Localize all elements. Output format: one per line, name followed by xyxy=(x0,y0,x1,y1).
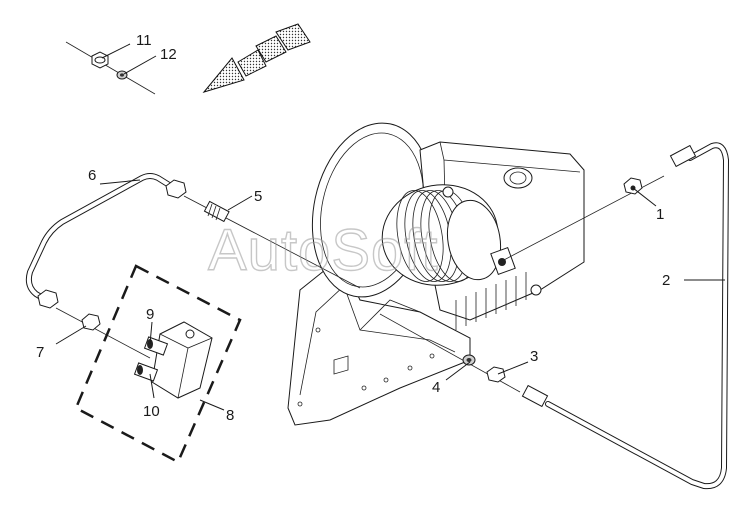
fitting-7 xyxy=(55,307,151,359)
winch-gearbox-assembly xyxy=(287,122,585,426)
callout-6: 6 xyxy=(88,167,96,184)
callout-12: 12 xyxy=(160,46,177,63)
callout-9: 9 xyxy=(146,306,154,323)
fitting-5 xyxy=(183,195,361,289)
washer-4 xyxy=(462,354,476,366)
part-11-nut xyxy=(65,41,156,95)
callout-2: 2 xyxy=(662,272,670,289)
callout-4: 4 xyxy=(432,379,440,396)
direction-arrow-icon xyxy=(202,23,311,93)
leader-lines xyxy=(55,43,725,411)
watermark: AutoSoft xyxy=(208,218,438,283)
part-12-ring xyxy=(116,70,128,80)
callout-3: 3 xyxy=(530,348,538,365)
pipe-6 xyxy=(25,173,187,309)
valve-block-8 xyxy=(74,264,242,464)
callout-11: 11 xyxy=(136,32,152,49)
callout-8: 8 xyxy=(226,407,234,424)
fitting-3 xyxy=(379,313,521,393)
callout-10: 10 xyxy=(143,403,160,420)
callout-5: 5 xyxy=(254,188,262,205)
callout-7: 7 xyxy=(36,344,44,361)
fitting-10 xyxy=(133,362,159,382)
callout-1: 1 xyxy=(656,206,664,223)
pipe-2 xyxy=(521,142,729,490)
